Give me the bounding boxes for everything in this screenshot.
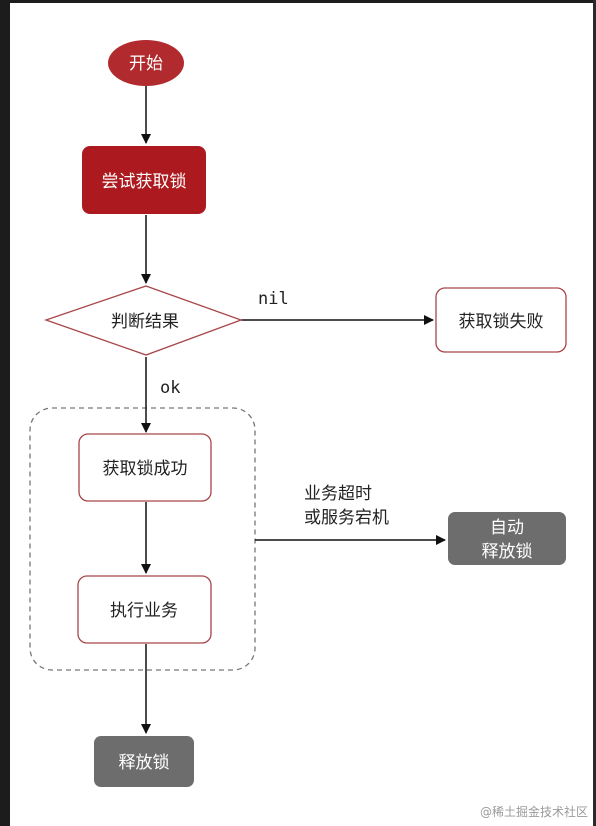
- auto-release-node: [448, 512, 566, 565]
- judge-label: 判断结果: [111, 312, 179, 332]
- try-lock-node: [82, 146, 206, 214]
- timeout-label-line1: 业务超时: [304, 484, 372, 504]
- lock-success-label: 获取锁成功: [103, 459, 188, 479]
- lock-fail-label: 获取锁失败: [459, 312, 544, 332]
- execute-business-label: 执行业务: [110, 601, 178, 621]
- window-frame-right: [593, 0, 596, 826]
- window-frame-left: [0, 0, 10, 826]
- lock-success-node: [78, 433, 212, 502]
- release-lock-label: 释放锁: [119, 753, 170, 773]
- nil-edge-label: nil: [258, 289, 289, 309]
- judge-decision: [44, 285, 243, 356]
- watermark: @稀土掘金技术社区: [479, 805, 588, 819]
- try-lock-label: 尝试获取锁: [102, 172, 187, 192]
- auto-release-label-line1: 自动: [490, 518, 524, 538]
- ok-edge-label: ok: [160, 378, 180, 398]
- dashed-group-box: [29, 407, 256, 671]
- start-node: [108, 40, 184, 86]
- start-label: 开始: [129, 54, 163, 74]
- auto-release-label-line2: 释放锁: [482, 542, 533, 562]
- execute-business-node: [77, 575, 212, 644]
- timeout-label-line2: 或服务宕机: [304, 508, 389, 528]
- lock-fail-node: [435, 287, 567, 353]
- release-lock-node: [94, 736, 194, 787]
- window-frame-top: [0, 0, 596, 3]
